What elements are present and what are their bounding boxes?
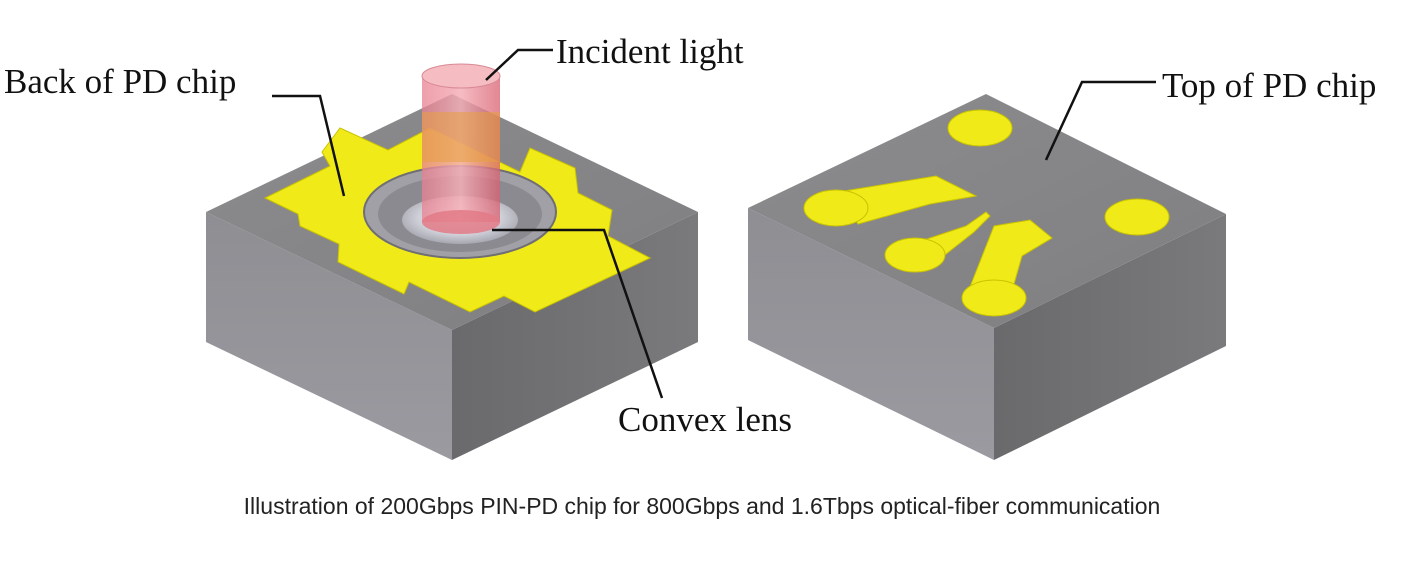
- light-beam-bottom: [422, 210, 500, 234]
- leader-lines: [272, 48, 1156, 399]
- leader-top-of-chip: [1044, 80, 1156, 161]
- top-chip-left-face: [748, 208, 994, 460]
- top-pad-center: [884, 237, 946, 273]
- back-chip-left-face: [206, 212, 452, 460]
- light-beam-top: [421, 63, 501, 89]
- back-chip-right-face: [452, 212, 698, 460]
- leader-incident-light: [485, 48, 553, 81]
- figure-caption: Illustration of 200Gbps PIN-PD chip for …: [243, 493, 1161, 519]
- top-chip-right-face: [994, 214, 1226, 460]
- light-beam-orange-band: [422, 112, 500, 162]
- label-convex-lens: Convex lens: [618, 400, 793, 439]
- back-chip: [206, 63, 698, 460]
- top-pad-left: [803, 189, 869, 227]
- top-pad-front: [961, 279, 1027, 317]
- label-back-of-chip: Back of PD chip: [4, 62, 237, 101]
- top-pad-back: [947, 109, 1013, 147]
- top-chip: [748, 94, 1226, 460]
- label-top-of-chip: Top of PD chip: [1162, 66, 1377, 105]
- leader-back-of-chip: [272, 94, 346, 197]
- top-chip-top-face: [748, 94, 1226, 328]
- leader-convex-lens: [492, 228, 664, 399]
- top-pad-right: [1104, 198, 1170, 236]
- label-incident-light: Incident light: [556, 32, 744, 71]
